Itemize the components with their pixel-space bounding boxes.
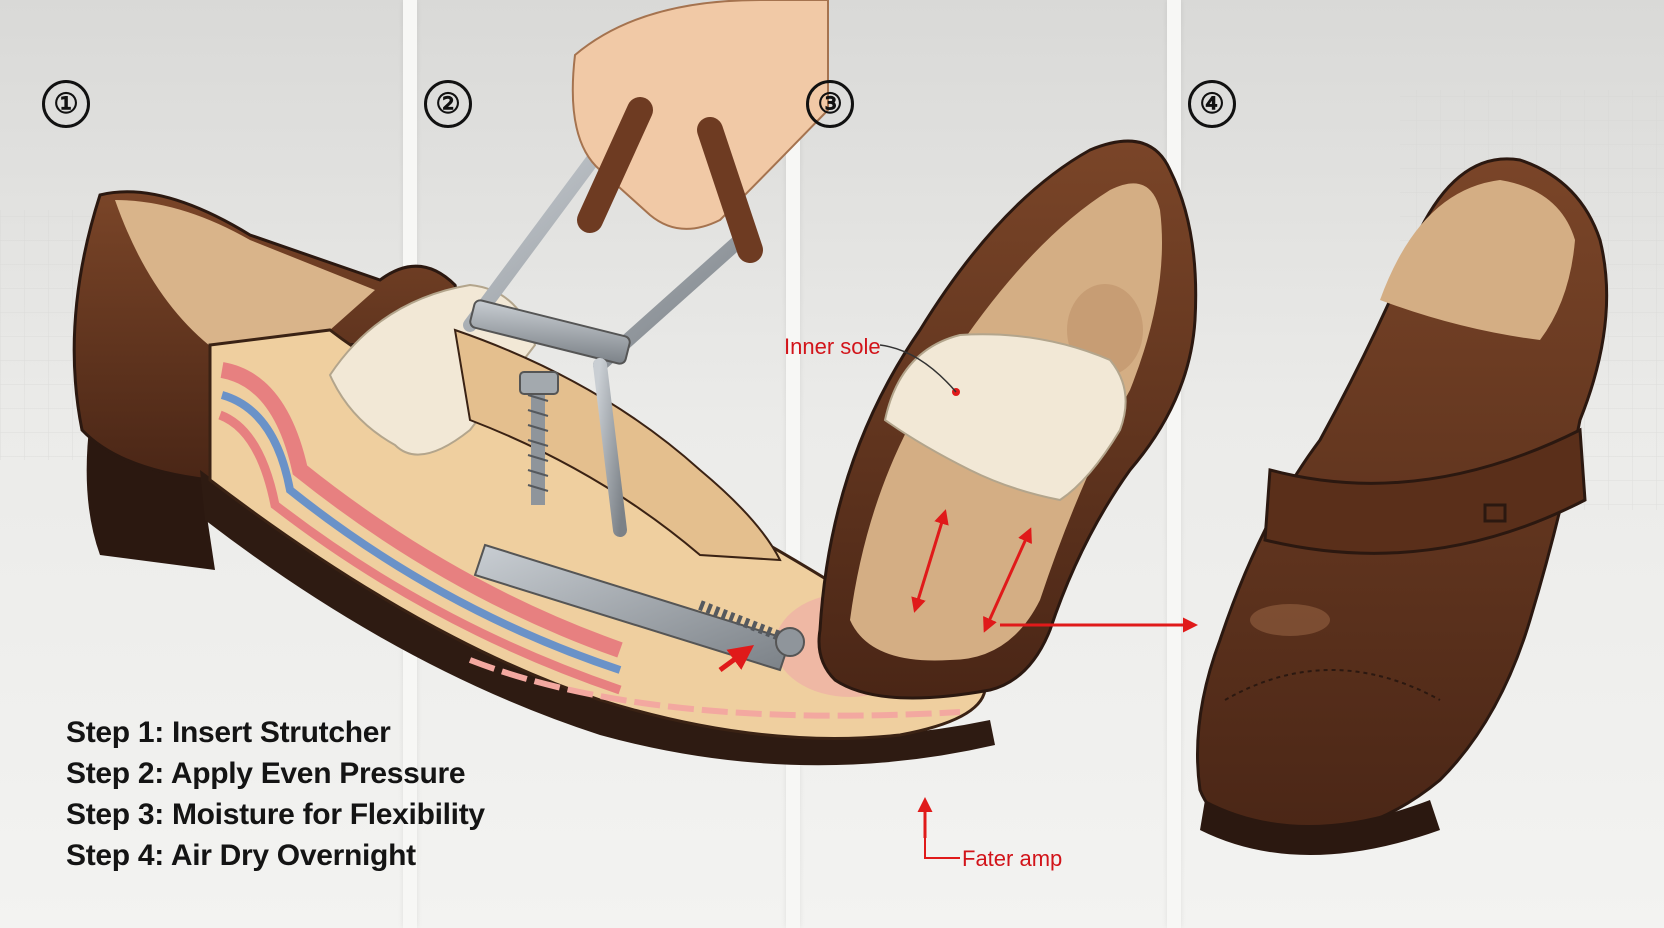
step-text-1: Step 1: Insert Strutcher (66, 716, 391, 749)
stretch-arrow (911, 509, 949, 613)
step-marker-4: ④ (1188, 80, 1236, 128)
stretcher-spring (698, 600, 792, 645)
shine-highlight (1250, 604, 1330, 636)
toe-cap-stitch (1224, 669, 1441, 701)
callout-leader (879, 344, 957, 393)
cutaway-layer (220, 391, 622, 674)
cutaway-layer (218, 410, 622, 695)
strap-buckle (1483, 503, 1507, 523)
shoe-lining (115, 200, 375, 350)
cloth-pad (883, 333, 1127, 502)
cutaway-layer (468, 657, 961, 719)
shoe-sole (1200, 800, 1440, 855)
stretcher-knob (775, 627, 805, 657)
cutaway-layer (220, 362, 623, 658)
step-text-2: Step 2: Apply Even Pressure (66, 757, 466, 790)
stretcher-base (473, 543, 792, 672)
step-marker-3: ③ (806, 80, 854, 128)
stretch-arrow (983, 527, 1032, 633)
stretcher-thread (527, 394, 549, 492)
pressure-arrow (718, 645, 755, 673)
callout-leader (924, 838, 960, 859)
step-marker-2: ② (424, 80, 472, 128)
stretcher-handles (577, 97, 763, 263)
shoe-step-3 (817, 139, 1198, 700)
callout-rater-amp: Fater amp (962, 846, 1063, 871)
callout-inner-sole: Inner sole (784, 334, 881, 359)
stretcher-leg (593, 358, 627, 537)
stretcher-crossbar (469, 299, 631, 365)
stretcher-nut (519, 371, 559, 395)
steps-list: Step 1: Insert Strutcher Step 2: Apply E… (66, 712, 485, 876)
step-marker-1: ① (42, 80, 90, 128)
step-text-3: Step 3: Moisture for Flexibility (66, 798, 485, 831)
step-text-4: Step 4: Air Dry Overnight (66, 839, 416, 872)
shoe-lining (1380, 180, 1575, 340)
shoe-sole (200, 470, 995, 766)
shoe-step-4 (1196, 157, 1609, 855)
